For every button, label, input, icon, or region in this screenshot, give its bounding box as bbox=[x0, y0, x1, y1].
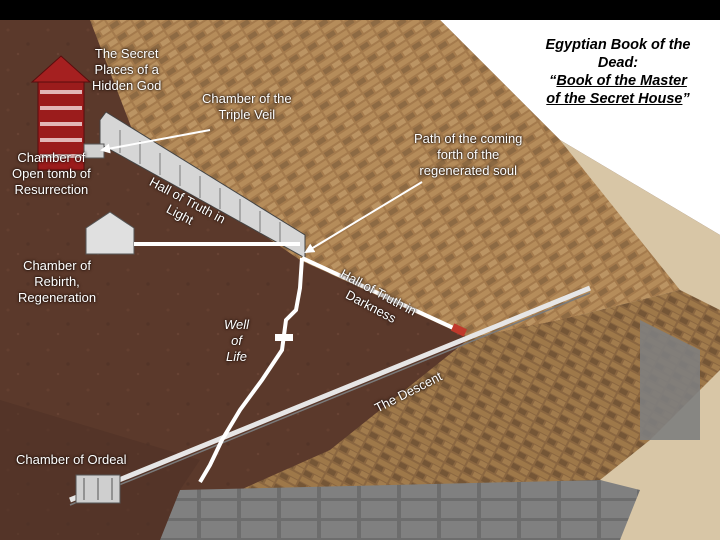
label-secret-places: The Secret Places of a Hidden God bbox=[92, 46, 161, 94]
well-grotto bbox=[275, 334, 293, 341]
label-open-tomb: Chamber of Open tomb of Resurrection bbox=[12, 150, 91, 198]
pyramid-base-blocks bbox=[160, 480, 640, 540]
label-rebirth: Chamber of Rebirth, Regeneration bbox=[18, 258, 96, 306]
title-line-4: of the Secret House” bbox=[524, 90, 712, 108]
title-line-3: “Book of the Master bbox=[524, 72, 712, 90]
chamber-of-ordeal bbox=[76, 475, 120, 503]
slide-title: Egyptian Book of the Dead: “Book of the … bbox=[524, 36, 712, 108]
diagram-frame: Egyptian Book of the Dead: “Book of the … bbox=[0, 20, 720, 540]
title-close-quote: ” bbox=[682, 91, 689, 107]
title-line-2: Dead: bbox=[524, 54, 712, 72]
label-triple-veil: Chamber of the Triple Veil bbox=[202, 91, 292, 123]
label-path-soul: Path of the coming forth of the regenera… bbox=[414, 131, 522, 179]
label-chamber-of-ordeal: Chamber of Ordeal bbox=[16, 452, 127, 468]
label-well-of-life: Well of Life bbox=[224, 317, 249, 365]
title-book-name-2: of the Secret House bbox=[546, 91, 682, 107]
title-book-name-1: Book of the Master bbox=[556, 73, 687, 89]
title-line-1: Egyptian Book of the bbox=[524, 36, 712, 54]
